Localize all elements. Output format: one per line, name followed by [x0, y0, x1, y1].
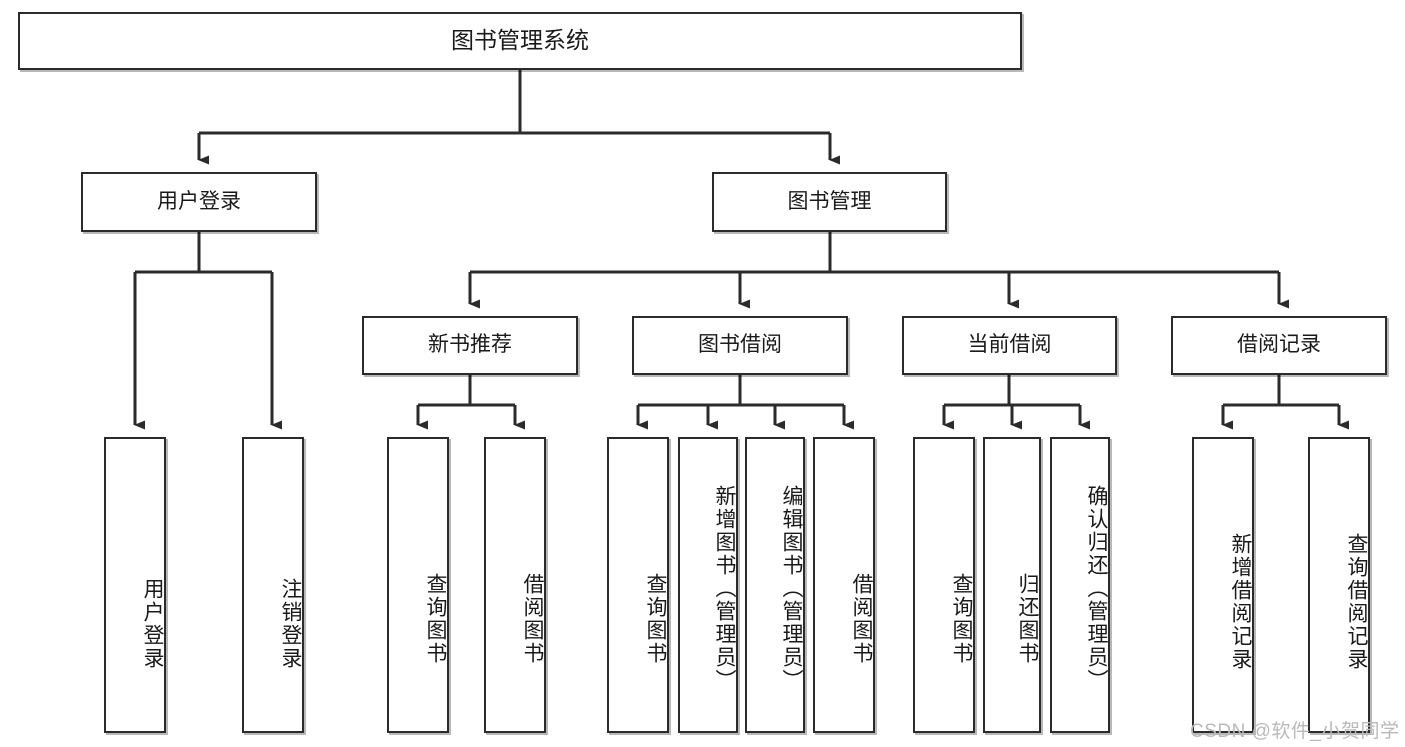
node-book-manage[interactable]: 图书管理 [712, 172, 947, 232]
node-leaf-user-login[interactable]: 用户登录 [104, 437, 166, 733]
node-leaf-query-book-2-label: 查询图书 [644, 573, 667, 665]
node-leaf-borrow-book-2[interactable]: 借阅图书 [813, 437, 875, 733]
node-leaf-edit-book-admin-label: 编辑图书（管理员） [780, 484, 803, 692]
node-leaf-query-book-1-label: 查询图书 [424, 573, 447, 665]
node-user-login[interactable]: 用户登录 [81, 172, 317, 232]
node-leaf-query-book-3-label: 查询图书 [950, 573, 973, 665]
node-borrow-record[interactable]: 借阅记录 [1171, 316, 1387, 375]
node-book-borrow-label: 图书借阅 [698, 333, 782, 357]
node-leaf-confirm-return-admin[interactable]: 确认归还（管理员） [1050, 437, 1110, 733]
node-leaf-query-book-2[interactable]: 查询图书 [607, 437, 669, 733]
node-leaf-add-borrow-record[interactable]: 新增借阅记录 [1192, 437, 1254, 733]
node-leaf-edit-book-admin[interactable]: 编辑图书（管理员） [745, 437, 805, 733]
node-book-manage-label: 图书管理 [787, 189, 872, 213]
node-root-label: 图书管理系统 [451, 27, 589, 54]
node-borrow-record-label: 借阅记录 [1237, 333, 1321, 357]
node-leaf-query-borrow-record-label: 查询借阅记录 [1345, 532, 1368, 671]
node-user-login-label: 用户登录 [157, 189, 241, 213]
node-current-borrow-label: 当前借阅 [967, 333, 1052, 357]
node-leaf-borrow-book-1[interactable]: 借阅图书 [484, 437, 546, 733]
node-leaf-return-book[interactable]: 归还图书 [983, 437, 1041, 733]
node-leaf-borrow-book-2-label: 借阅图书 [850, 573, 873, 665]
node-new-book-recommend-label: 新书推荐 [428, 333, 512, 357]
node-book-borrow[interactable]: 图书借阅 [632, 316, 848, 375]
node-leaf-add-borrow-record-label: 新增借阅记录 [1229, 532, 1252, 671]
node-leaf-borrow-book-1-label: 借阅图书 [521, 573, 544, 665]
node-leaf-return-book-label: 归还图书 [1016, 573, 1039, 665]
node-current-borrow[interactable]: 当前借阅 [902, 316, 1117, 375]
watermark: CSDN @软件_小贺同学 [1190, 721, 1400, 742]
node-leaf-add-book-admin[interactable]: 新增图书（管理员） [678, 437, 738, 733]
node-new-book-recommend[interactable]: 新书推荐 [362, 316, 578, 375]
node-leaf-add-book-admin-label: 新增图书（管理员） [713, 484, 736, 692]
node-leaf-logout-login-label: 注销登录 [279, 578, 302, 670]
node-root[interactable]: 图书管理系统 [18, 12, 1022, 70]
node-leaf-query-book-3[interactable]: 查询图书 [913, 437, 975, 733]
node-leaf-logout-login[interactable]: 注销登录 [242, 437, 304, 733]
node-leaf-confirm-return-admin-label: 确认归还（管理员） [1085, 484, 1108, 692]
node-leaf-query-book-1[interactable]: 查询图书 [387, 437, 449, 733]
node-leaf-query-borrow-record[interactable]: 查询借阅记录 [1308, 437, 1370, 733]
node-leaf-user-login-label: 用户登录 [141, 578, 164, 670]
